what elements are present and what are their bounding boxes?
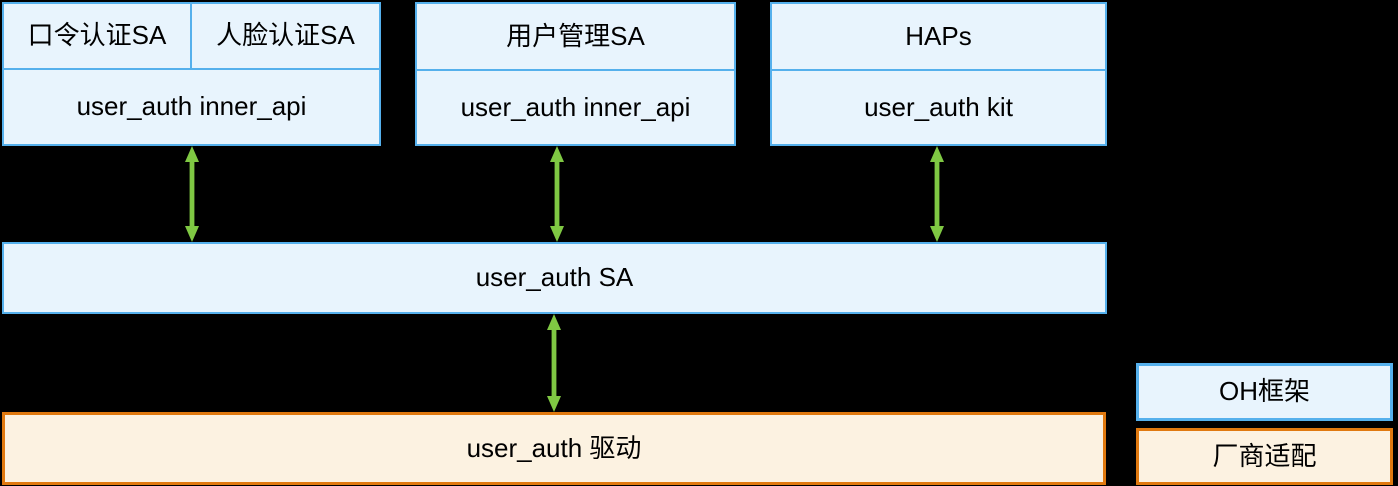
face-auth-sa-label: 人脸认证SA [216,20,355,51]
password-auth-sa-box: 口令认证SA [2,2,192,70]
user-auth-driver-box: user_auth 驱动 [2,412,1106,485]
inner-api-mid-label: user_auth inner_api [460,91,691,122]
haps-label: HAPs [905,20,972,51]
legend-oh-framework-box: OH框架 [1136,363,1393,421]
face-auth-sa-box: 人脸认证SA [190,2,381,70]
user-auth-driver-label: user_auth 驱动 [466,432,642,463]
haps-box: HAPs [770,2,1107,71]
legend-vendor-adaptation-box: 厂商适配 [1136,428,1393,485]
bidirectional-arrow-icon [183,146,201,242]
user-auth-kit-box: user_auth kit [770,69,1107,146]
legend-vendor-adaptation-label: 厂商适配 [1212,440,1317,471]
user-mgmt-sa-box: 用户管理SA [415,2,736,71]
password-auth-sa-label: 口令认证SA [27,20,167,51]
legend-oh-framework-label: OH框架 [1218,376,1310,407]
bidirectional-arrow-icon [548,146,566,242]
bidirectional-arrow-icon [545,314,563,412]
inner-api-left-label: user_auth inner_api [76,91,307,122]
bidirectional-arrow-icon [928,146,946,242]
user-auth-kit-label: user_auth kit [864,91,1013,122]
inner-api-left-box: user_auth inner_api [2,68,381,146]
inner-api-mid-box: user_auth inner_api [415,69,736,146]
user-auth-sa-box: user_auth SA [2,242,1107,314]
user-mgmt-sa-label: 用户管理SA [506,20,645,51]
user-auth-sa-label: user_auth SA [475,262,634,293]
